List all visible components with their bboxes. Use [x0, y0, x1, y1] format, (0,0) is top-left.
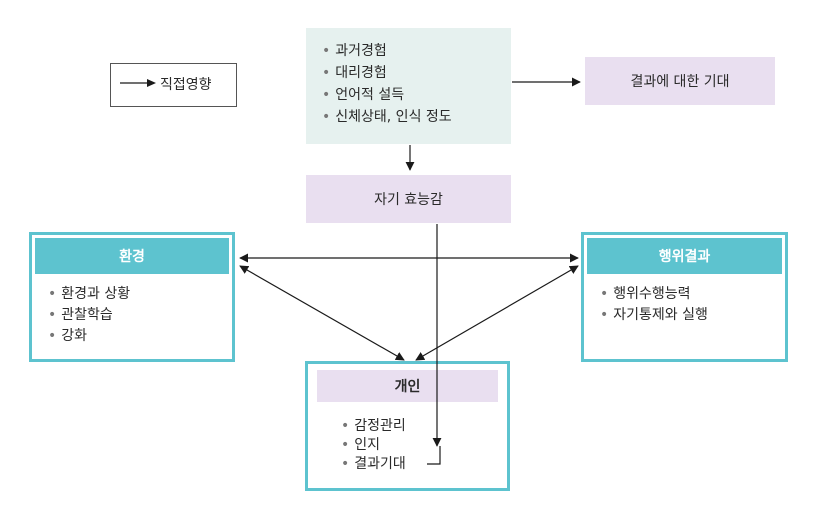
bullet-icon: •	[341, 437, 350, 453]
bullet-icon: •	[48, 328, 57, 344]
bullet-icon: •	[322, 87, 331, 103]
legend-arrow-icon	[120, 79, 156, 87]
arrow-environment-individual	[239, 265, 405, 361]
efficacy-sources-box	[306, 28, 511, 144]
legend-box	[110, 63, 237, 107]
environment-title: 환경	[119, 249, 145, 265]
bullet-icon: •	[48, 286, 57, 302]
bullet-icon: •	[341, 456, 350, 472]
list-item: •결과기대	[341, 456, 406, 472]
list-item: •행위수행능력	[600, 286, 691, 302]
list-item: •대리경험	[322, 65, 387, 81]
individual-box: 개인 •감정관리 •인지 •결과기대	[305, 361, 510, 491]
environment-list: •환경과 상황 •관찰학습 •강화	[48, 284, 232, 347]
list-item: •인지	[341, 437, 381, 453]
individual-list: •감정관리 •인지 •결과기대	[341, 417, 507, 474]
list-item: •감정관리	[341, 418, 406, 434]
environment-header: 환경	[35, 238, 229, 274]
bracket-expectation-to-cognition	[427, 446, 441, 465]
outcome-expectation-label: 결과에 대한 기대	[630, 74, 730, 90]
arrow-behavior-individual	[415, 265, 579, 361]
list-item: •자기통제와 실행	[600, 307, 708, 323]
outcome-expectation-box: 결과에 대한 기대	[585, 57, 775, 105]
environment-box: 환경 •환경과 상황 •관찰학습 •강화	[29, 232, 235, 362]
list-item: •관찰학습	[48, 307, 113, 323]
bullet-icon: •	[322, 109, 331, 125]
bullet-icon: •	[341, 418, 350, 434]
behavior-outcome-list: •행위수행능력 •자기통제와 실행	[600, 284, 785, 326]
self-efficacy-label: 자기 효능감	[374, 192, 443, 208]
behavior-outcome-box: 행위결과 •행위수행능력 •자기통제와 실행	[581, 232, 788, 362]
bullet-icon: •	[600, 307, 609, 323]
bullet-icon: •	[600, 286, 609, 302]
bullet-icon: •	[48, 307, 57, 323]
list-item: •신체상태, 인식 정도	[322, 109, 452, 125]
efficacy-sources-list: •과거경험 •대리경험 •언어적 설득 •신체상태, 인식 정도	[322, 40, 452, 128]
legend-label: 직접영향	[160, 77, 212, 93]
list-item: •환경과 상황	[48, 286, 131, 302]
list-item: •언어적 설득	[322, 87, 405, 103]
behavior-outcome-header: 행위결과	[587, 238, 782, 274]
self-efficacy-box: 자기 효능감	[306, 175, 511, 223]
bullet-icon: •	[322, 65, 331, 81]
list-item: •강화	[48, 328, 88, 344]
individual-title: 개인	[394, 379, 421, 395]
bullet-icon: •	[322, 43, 331, 59]
individual-header: 개인	[317, 370, 498, 402]
behavior-outcome-title: 행위결과	[658, 249, 711, 265]
list-item: •과거경험	[322, 43, 387, 59]
